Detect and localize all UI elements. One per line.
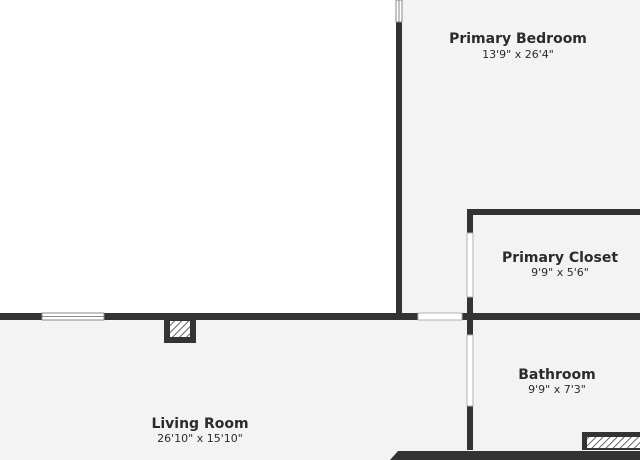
bathroom-dimensions: 9'9" x 7'3" bbox=[528, 383, 586, 396]
open-area bbox=[0, 0, 397, 316]
closet-north-wall bbox=[467, 209, 640, 215]
primary-closet-floor bbox=[472, 214, 640, 316]
closet-west-wall-lower bbox=[467, 297, 473, 320]
doorway-bedroom bbox=[417, 312, 463, 321]
bathroom-west-wall-lower bbox=[467, 406, 473, 450]
doorway-closet bbox=[466, 232, 474, 298]
doorway-bathroom bbox=[466, 334, 474, 407]
primary-closet-name: Primary Closet bbox=[502, 250, 618, 266]
living-room-dimensions: 26'10" x 15'10" bbox=[157, 432, 243, 445]
bathroom-fixture-hatch bbox=[587, 437, 640, 448]
living-room-floor bbox=[0, 320, 470, 460]
closet-west-wall bbox=[467, 209, 473, 233]
living-room-name: Living Room bbox=[151, 416, 248, 432]
living-room-south-wall bbox=[390, 451, 640, 460]
bathroom-name: Bathroom bbox=[518, 367, 596, 383]
central-horizontal-wall bbox=[0, 313, 418, 320]
primary-closet-dimensions: 9'9" x 5'6" bbox=[531, 266, 589, 279]
primary-bedroom-name: Primary Bedroom bbox=[449, 31, 587, 47]
bedroom-west-wall bbox=[396, 22, 402, 319]
primary-bedroom-dimensions: 13'9" x 26'4" bbox=[482, 48, 554, 61]
chimney-hatch bbox=[170, 321, 190, 337]
central-horizontal-wall-east bbox=[462, 313, 640, 320]
bathroom-west-wall bbox=[467, 320, 473, 335]
